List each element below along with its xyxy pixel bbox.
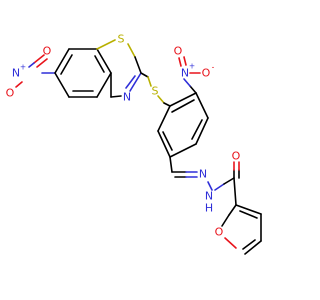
bond-benzo-3 — [96, 48, 112, 74]
bond-s-ring-yellow — [157, 95, 165, 104]
bond-ring-5 — [157, 130, 171, 158]
bond-furan-5-black-2 — [228, 204, 237, 216]
bond-benzo-6 — [54, 72, 70, 98]
atom-benzothiazole-n: N — [123, 91, 131, 104]
atom-thioether-s: S — [152, 85, 159, 98]
bond-s-ring-black — [163, 102, 171, 107]
bond-ring-nitro-black — [189, 85, 197, 94]
charge-nitro-left-o-lower: - — [16, 82, 19, 91]
bond-ring-3-inner — [191, 119, 203, 140]
bond-c-furan — [233, 177, 237, 206]
bond-nitro-left-n-o-upper — [33, 54, 45, 64]
bond-ring-1-inner — [171, 99, 195, 113]
bond-ring-4 — [169, 143, 197, 158]
bond-ring-ch — [169, 156, 173, 173]
atom-nitro-left-o-upper: O — [43, 45, 52, 58]
bond-thiazole-s-c2 — [127, 43, 136, 58]
bond-thiazole-c-s — [96, 39, 116, 50]
atom-nitro-right-n: N — [181, 67, 189, 80]
bond-benzo-4 — [96, 72, 112, 98]
bond-ring-5-inner — [162, 131, 173, 151]
bond-ring-2 — [195, 92, 209, 119]
atom-imine-n: N — [199, 168, 207, 181]
bond-thiazole-c2-n — [129, 72, 142, 92]
atom-hydrazide-h: H — [205, 202, 213, 215]
bond-nitro-right-n-o-upper-double — [183, 56, 187, 66]
bond-n-n — [207, 181, 213, 191]
label-bg — [8, 66, 24, 80]
bond-nitro-left-n-o-upper-blue — [28, 62, 35, 68]
bond-thiazole-c2-n-double — [125, 75, 136, 89]
atom-nitro-left-o-lower: O — [6, 87, 15, 100]
atom-benzothiazole-s: S — [118, 33, 125, 46]
bond-nitro-right-n-o-upper — [178, 57, 182, 67]
bond-furan-3-inner — [242, 239, 256, 250]
bond-nh-c-blue — [214, 183, 225, 191]
atom-hydrazide-n: N — [205, 190, 213, 203]
atom-nitro-right-o-upper: O — [174, 45, 183, 58]
molecule-structure-diagram: N + O O - S N S N + O O - N N H O O — [6, 33, 262, 255]
bond-furan-1-inner — [239, 210, 258, 219]
charge-nitro-right-n: + — [189, 62, 195, 71]
bond-nitro-left-n-o-lower — [15, 81, 23, 88]
bond-nh-c-black — [223, 177, 235, 185]
bond-ring-1 — [169, 92, 197, 107]
bond-ring-3 — [195, 117, 209, 145]
bond-ring-nitro-blue — [183, 78, 191, 87]
bond-layer — [15, 39, 262, 255]
bond-furan-3 — [244, 240, 262, 255]
bond-benzo-1-inner — [60, 54, 73, 75]
atom-nitro-left-n: N — [12, 67, 20, 80]
bond-thiazole-n-c — [110, 95, 122, 98]
atom-furan-o: O — [215, 226, 224, 239]
atom-label-layer: N + O O - S N S N + O O - N N H O O — [6, 33, 241, 239]
bond-furan-1 — [235, 204, 262, 215]
atom-nitro-right-o-right: O — [202, 67, 211, 80]
bond-benzo-1 — [54, 48, 70, 74]
charge-nitro-right-o-right: - — [212, 63, 215, 72]
bond-c2-s-yellow — [147, 76, 152, 87]
bond-benzo-3-inner — [94, 55, 105, 73]
charge-nitro-left-n: + — [20, 63, 26, 72]
bond-ring-6 — [157, 105, 171, 132]
bond-thiazole-c2-black — [134, 56, 142, 74]
bond-nitro-left-n-o-upper-double — [36, 58, 48, 68]
bond-furan-5-black — [221, 214, 230, 227]
bond-c2-s-black — [140, 72, 149, 78]
atom-carbonyl-o: O — [232, 150, 241, 163]
bond-furan-4-red — [224, 237, 237, 249]
